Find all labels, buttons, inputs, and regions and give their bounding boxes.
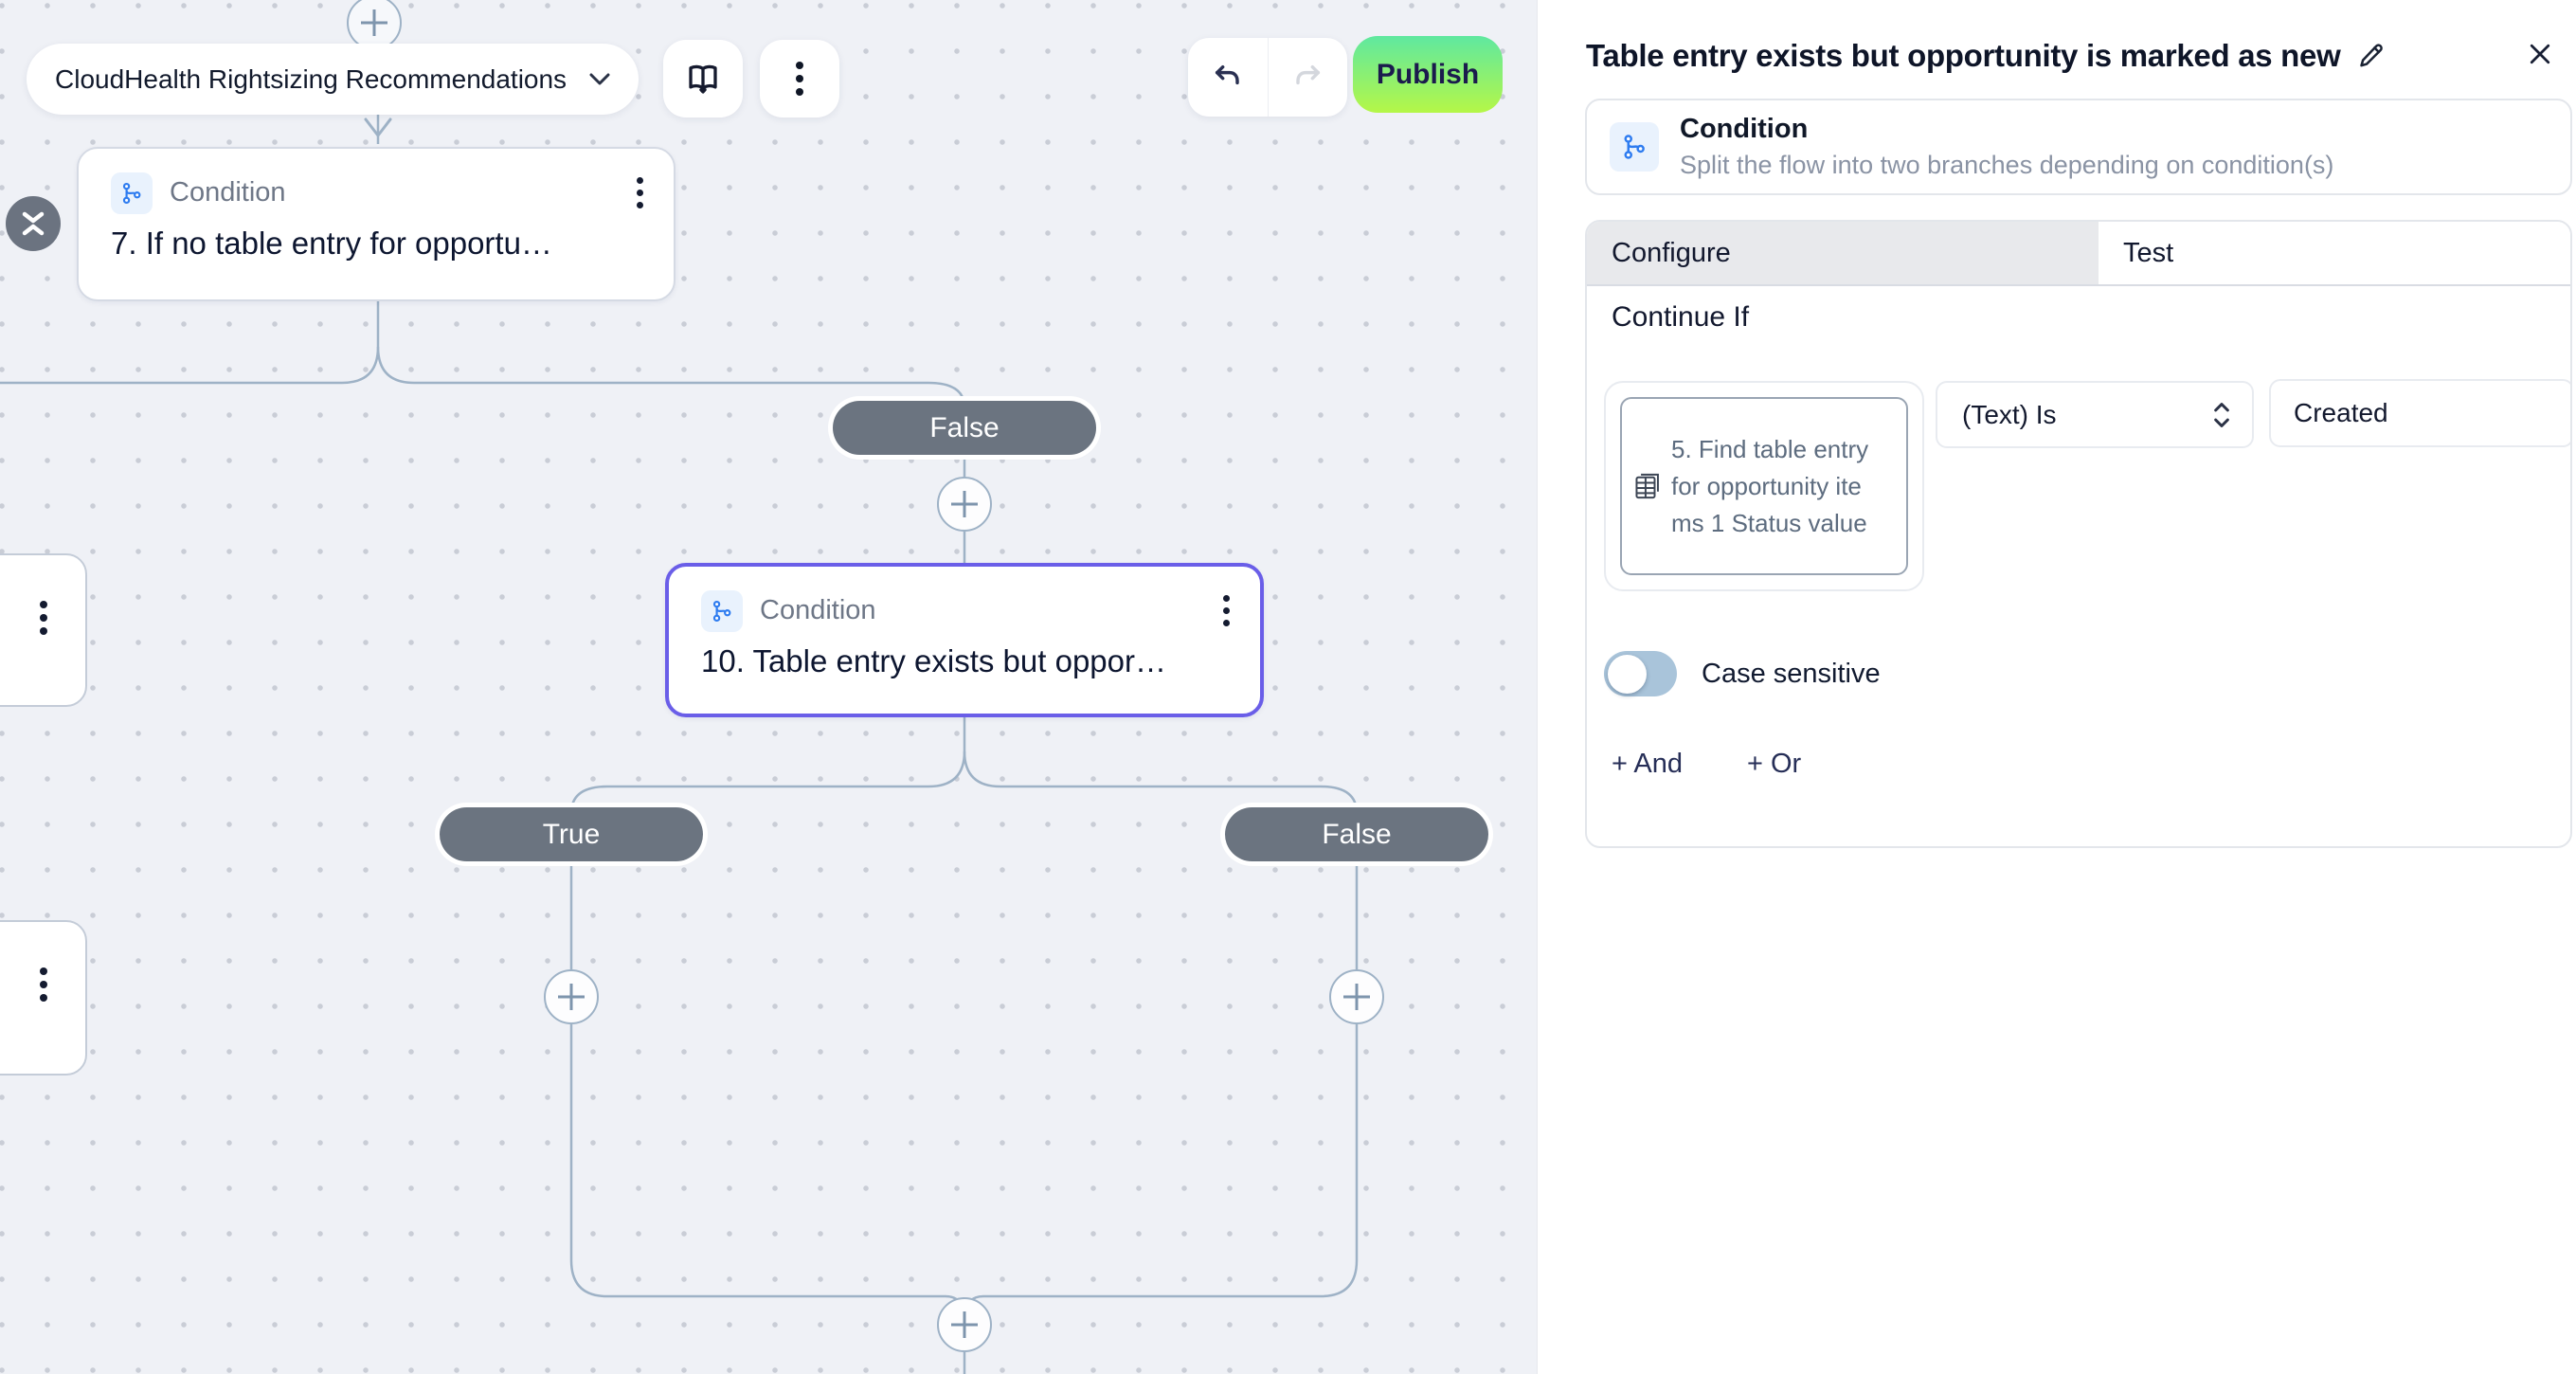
add-condition-row: + And + Or: [1612, 749, 1801, 780]
panel-tabs: Configure Test: [1587, 222, 2570, 286]
condition-value-input[interactable]: [2269, 379, 2570, 447]
add-and-button[interactable]: + And: [1612, 749, 1683, 779]
branch-label-false: False: [1225, 807, 1488, 861]
variable-token[interactable]: 5. Find table entry for opportunity item…: [1620, 397, 1908, 575]
tab-test[interactable]: Test: [2099, 222, 2570, 284]
redo-icon: [1296, 64, 1321, 84]
collapse-icon: [22, 211, 45, 236]
unfold-icon: [2214, 402, 2229, 427]
flow-name-dropdown[interactable]: CloudHealth Rightsizing Recommendations: [27, 44, 639, 115]
condition-operand-field[interactable]: 5. Find table entry for opportunity item…: [1604, 381, 1924, 591]
add-step-button-bottom[interactable]: [937, 1297, 992, 1352]
variable-token-label: 5. Find table entry for opportunity item…: [1671, 434, 1869, 537]
undo-icon: [1215, 64, 1239, 84]
condition-branch-icon: [1610, 122, 1659, 172]
case-sensitive-row: Case sensitive: [1604, 651, 1881, 696]
collapse-branch-button[interactable]: [6, 196, 61, 251]
add-step-button-1[interactable]: [937, 477, 992, 532]
clipped-node-left-2[interactable]: [0, 920, 87, 1076]
tab-configure[interactable]: Configure: [1587, 222, 2099, 284]
panel-title: Table entry exists but opportunity is ma…: [1586, 38, 2341, 73]
condition-branch-icon: [701, 589, 743, 632]
case-sensitive-label: Case sensitive: [1702, 658, 1881, 689]
condition-operator-select[interactable]: (Text) Is: [1936, 381, 2254, 448]
book-icon: [689, 64, 717, 94]
operator-value: (Text) Is: [1962, 399, 2057, 429]
case-sensitive-toggle[interactable]: [1604, 651, 1677, 696]
table-icon: [1635, 473, 1659, 499]
node-title: 7. If no table entry for opportu…: [111, 226, 552, 261]
rename-step-button[interactable]: [2357, 41, 2387, 71]
connector-edges: [0, 0, 1359, 1374]
pencil-icon: [2360, 44, 2384, 67]
node-type-label: Condition: [760, 595, 876, 625]
step-config-panel: Table entry exists but opportunity is ma…: [1537, 0, 2576, 1374]
add-or-button[interactable]: + Or: [1747, 749, 1802, 779]
node-type-label: Condition: [170, 177, 286, 208]
panel-header: Table entry exists but opportunity is ma…: [1586, 38, 2550, 74]
undo-button[interactable]: [1188, 38, 1269, 117]
node-condition-7[interactable]: Condition 7. If no table entry for oppor…: [77, 147, 676, 301]
history-controls: [1188, 38, 1347, 117]
node-condition-10[interactable]: Condition 10. Table entry exists but opp…: [665, 563, 1264, 717]
publish-button[interactable]: Publish: [1353, 36, 1503, 113]
node-menu-button[interactable]: [34, 595, 53, 641]
node-menu-button[interactable]: [34, 962, 53, 1007]
step-type-title: Condition: [1680, 114, 1809, 144]
continue-if-title: Continue If: [1612, 301, 1750, 333]
redo-button[interactable]: [1269, 38, 1348, 117]
chevron-down-icon: [589, 73, 610, 85]
step-type-card: Condition Split the flow into two branch…: [1585, 99, 2572, 195]
add-step-button-true[interactable]: [544, 969, 599, 1024]
node-title: 10. Table entry exists but oppor…: [701, 643, 1167, 678]
add-step-button-false[interactable]: [1329, 969, 1384, 1024]
flow-menu-button[interactable]: [760, 40, 839, 118]
workflow-canvas[interactable]: Condition 7. If no table entry for oppor…: [0, 0, 1537, 1374]
node-menu-button[interactable]: [631, 172, 649, 214]
kebab-icon: [790, 56, 809, 101]
close-icon: [2530, 44, 2550, 64]
condition-branch-icon: [111, 172, 153, 214]
branch-label-true: True: [440, 807, 703, 861]
branch-label-false: False: [833, 401, 1096, 455]
flow-name: CloudHealth Rightsizing Recommendations: [55, 63, 567, 94]
clipped-node-left-1[interactable]: [0, 553, 87, 707]
close-panel-button[interactable]: [2526, 40, 2554, 68]
guide-button[interactable]: [663, 40, 743, 118]
step-type-description: Split the flow into two branches dependi…: [1680, 151, 2334, 179]
configure-card: Configure Test Continue If 5. Find table…: [1585, 220, 2572, 848]
node-menu-button[interactable]: [1217, 589, 1235, 632]
